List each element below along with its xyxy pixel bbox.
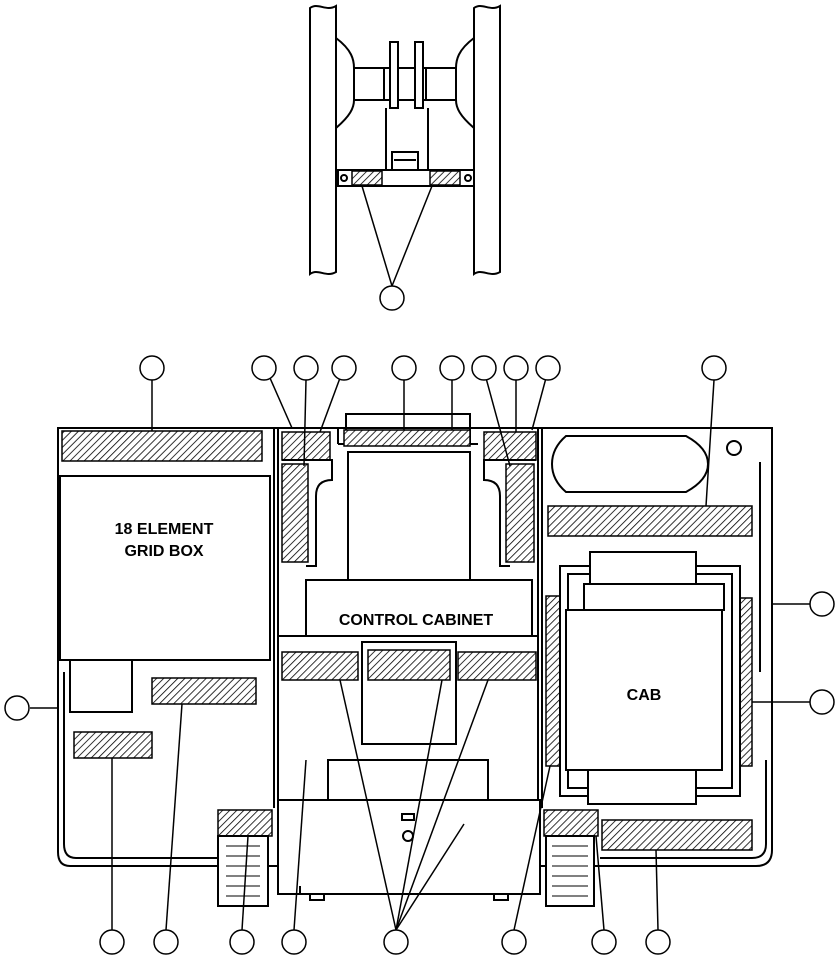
callout-balloon (383, 929, 409, 955)
outer-frame (57, 427, 773, 867)
hatch-center-mid-left (281, 651, 359, 681)
left-rail (309, 4, 337, 276)
hatch-right-bottom (601, 819, 753, 851)
hatch-left-b (73, 731, 153, 759)
callout-balloon (701, 355, 727, 381)
center-plate-left (389, 41, 399, 109)
hatch-center-side-right (505, 463, 535, 563)
end-view-detail (309, 4, 501, 311)
hatch-center-top-right (483, 431, 537, 461)
hatch-center-top-left (281, 431, 331, 461)
control-cabinet-label: CONTROL CABINET (339, 612, 494, 629)
hatch-center-mid (367, 649, 451, 681)
hatch-center-top (343, 429, 471, 447)
callout-balloon (503, 355, 529, 381)
callout-balloon (331, 355, 357, 381)
hatch-right-top (547, 505, 753, 537)
callout-balloon (251, 355, 277, 381)
callout-balloons (4, 355, 835, 955)
callout-balloon (809, 591, 835, 617)
hatch-step-right (543, 809, 599, 837)
plan-view (57, 413, 773, 907)
callout-balloon (293, 355, 319, 381)
callout-balloon (379, 285, 405, 311)
cab (565, 609, 723, 771)
callout-balloon (281, 929, 307, 955)
cab-window (550, 435, 710, 493)
callout-balloon (591, 929, 617, 955)
step-left (217, 835, 269, 907)
callout-balloon (391, 355, 417, 381)
grid-box-tab (69, 659, 133, 713)
cab-bottom-plate (587, 769, 697, 805)
callout-balloon (809, 689, 835, 715)
callout-balloon (645, 929, 671, 955)
callout-balloon (229, 929, 255, 955)
callout-leaders (30, 377, 810, 931)
callout-balloon (439, 355, 465, 381)
hatch-center-mid-right (457, 651, 537, 681)
callout-balloon (99, 929, 125, 955)
cab-label: CAB (627, 687, 662, 704)
pad-right (429, 170, 461, 186)
callout-balloon (153, 929, 179, 955)
grid-box-label-line1: 18 ELEMENT (115, 521, 214, 538)
center-plate-right (414, 41, 424, 109)
hatch-step-left (217, 809, 273, 837)
cab-top-plate-outer (583, 583, 725, 611)
callout-balloon (4, 695, 30, 721)
grid-box-label-line2: GRID BOX (124, 543, 203, 560)
control-unit (347, 451, 471, 581)
callout-balloon (535, 355, 561, 381)
callout-balloon (139, 355, 165, 381)
right-rail (473, 4, 501, 276)
hatch-left-a (151, 677, 257, 705)
hatch-top-left (61, 430, 263, 462)
pad-left (351, 170, 383, 186)
callout-balloon (471, 355, 497, 381)
axle-housing (335, 37, 355, 129)
hatch-center-side-left (281, 463, 309, 563)
cab-top-plate (589, 551, 697, 587)
grid-box (59, 475, 271, 661)
step-right (545, 835, 595, 907)
callout-balloon (501, 929, 527, 955)
